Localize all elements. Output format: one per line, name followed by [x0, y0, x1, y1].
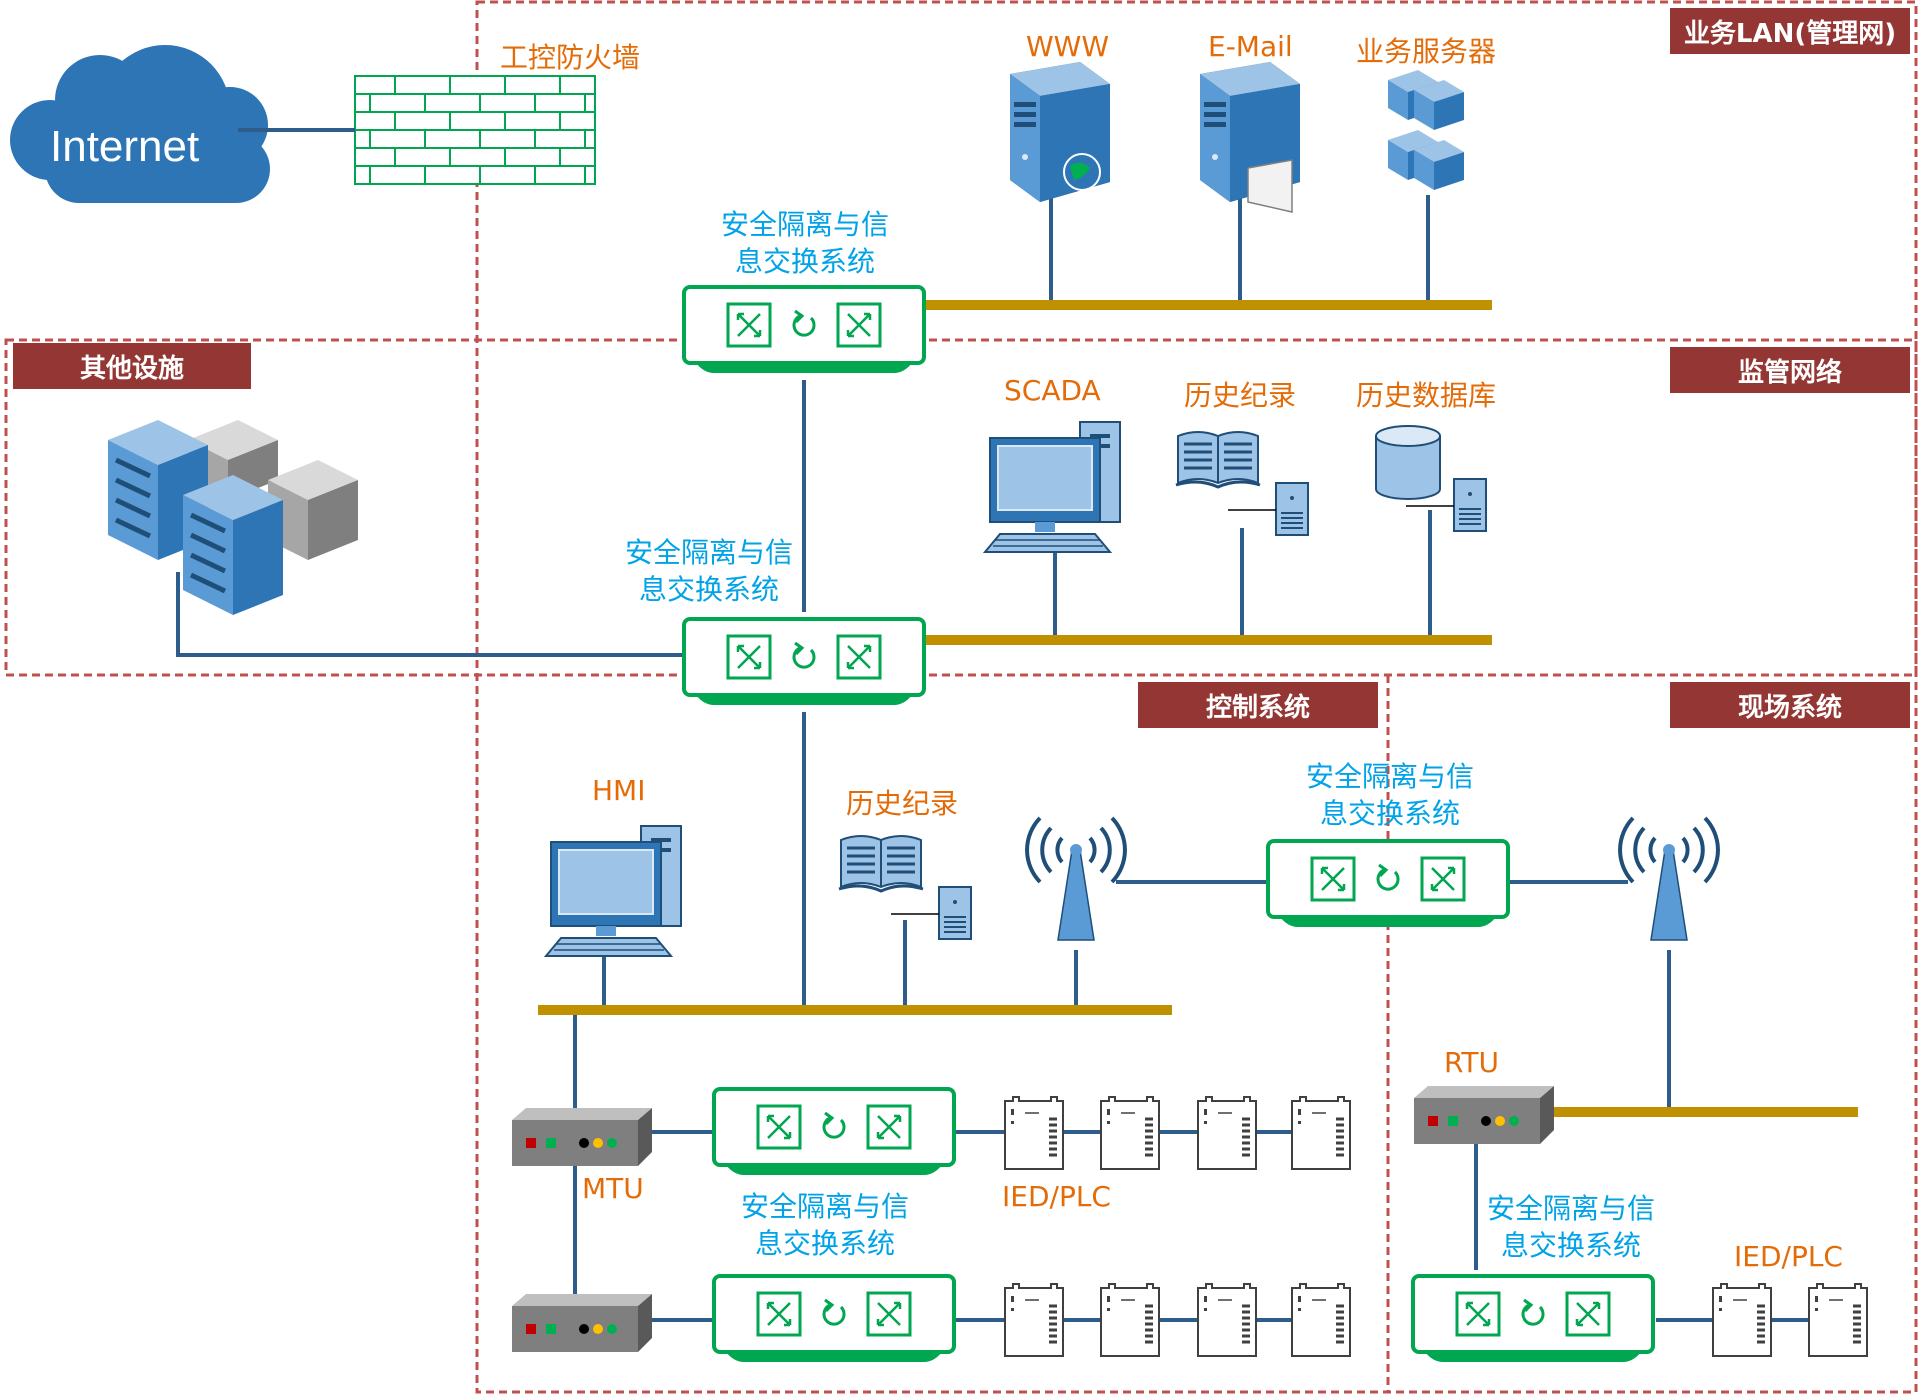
gateway-caption-line1: 安全隔离与信 — [720, 208, 889, 241]
gateway-caption-supervisory: 安全隔离与信 息交换系统 — [616, 534, 802, 608]
www-server-icon — [1010, 62, 1110, 202]
zone-borders — [4, 0, 1918, 1394]
mtu-label: MTU — [582, 1172, 644, 1205]
gateway-supervisory — [682, 617, 926, 707]
zone-label-supervisory: 监管网络 — [1670, 347, 1910, 393]
control-history-label: 历史纪录 — [846, 787, 959, 820]
internet-cloud — [10, 45, 270, 203]
gateway-field — [1411, 1274, 1655, 1364]
business-server-icon — [1388, 70, 1464, 190]
firewall-icon — [354, 75, 596, 185]
firewall-label: 工控防火墙 — [500, 41, 641, 74]
gateway-business — [682, 285, 926, 375]
zone-label-field: 现场系统 — [1670, 682, 1910, 728]
ied-plc-module — [1003, 1282, 1065, 1358]
hmi-label: HMI — [592, 774, 646, 807]
mtu-2-icon — [512, 1294, 652, 1352]
gateway-caption-line2: 息交换系统 — [638, 573, 779, 606]
control-antenna-icon — [1025, 816, 1127, 942]
links — [176, 128, 1809, 1322]
ied-plc-module — [1003, 1095, 1065, 1171]
internet-label: Internet — [50, 122, 200, 171]
gateway-caption-line2: 息交换系统 — [1319, 797, 1460, 830]
email-label: E-Mail — [1208, 30, 1293, 63]
ied-plc-module — [1099, 1095, 1161, 1171]
zone-label-business: 业务LAN(管理网) — [1670, 8, 1910, 54]
scada-label: SCADA — [1004, 374, 1101, 407]
gateway-plc-1 — [712, 1087, 956, 1177]
rtu-label: RTU — [1444, 1046, 1500, 1079]
gateway-caption-line2: 息交换系统 — [1500, 1229, 1641, 1262]
rtu-icon — [1414, 1086, 1554, 1144]
gateway-plc-2 — [712, 1274, 956, 1364]
ied-plc-module — [1290, 1282, 1352, 1358]
buses — [538, 300, 1858, 1117]
gateway-caption-line2: 息交换系统 — [754, 1227, 895, 1260]
gateway-wireless — [1266, 839, 1510, 929]
gateway-caption-plc: 安全隔离与信 息交换系统 — [732, 1188, 918, 1262]
www-label: WWW — [1026, 30, 1110, 63]
zone-label-other: 其他设施 — [13, 343, 251, 389]
ied-plc-module — [1099, 1282, 1161, 1358]
zone-label-control: 控制系统 — [1138, 682, 1378, 728]
ied-plc-module — [1196, 1282, 1258, 1358]
ied-plc-module — [1196, 1095, 1258, 1171]
gateway-caption-line1: 安全隔离与信 — [1486, 1192, 1655, 1225]
other-zone-border — [4, 338, 1918, 677]
ied-plc-module — [1290, 1095, 1352, 1171]
gateway-caption-line1: 安全隔离与信 — [740, 1190, 909, 1223]
mtu-1-icon — [512, 1108, 652, 1166]
field-antenna-icon — [1618, 816, 1720, 942]
history-database-label: 历史数据库 — [1356, 379, 1497, 412]
ied-plc-module — [1711, 1282, 1773, 1358]
email-server-icon — [1200, 62, 1300, 213]
scada-computer-icon — [984, 421, 1121, 553]
gateway-caption-wireless: 安全隔离与信 息交换系统 — [1297, 758, 1483, 832]
gateway-caption-field: 安全隔离与信 息交换系统 — [1478, 1190, 1664, 1264]
gateway-caption-line1: 安全隔离与信 — [1305, 760, 1474, 793]
other-facilities-icon — [108, 420, 358, 615]
hmi-computer-icon — [545, 825, 682, 957]
gateway-caption-line1: 安全隔离与信 — [624, 536, 793, 569]
ied-plc-module — [1807, 1282, 1869, 1358]
gateway-caption-line2: 息交换系统 — [734, 245, 875, 278]
business-server-label: 业务服务器 — [1356, 35, 1497, 68]
business-zone-border — [475, 0, 1918, 1394]
gateway-caption-business: 安全隔离与信 息交换系统 — [712, 206, 898, 280]
control-iedplc-label: IED/PLC — [1002, 1180, 1111, 1213]
field-iedplc-label: IED/PLC — [1734, 1240, 1843, 1273]
supervisory-history-label: 历史纪录 — [1184, 379, 1297, 412]
supervisory-history-icon — [1174, 430, 1310, 537]
